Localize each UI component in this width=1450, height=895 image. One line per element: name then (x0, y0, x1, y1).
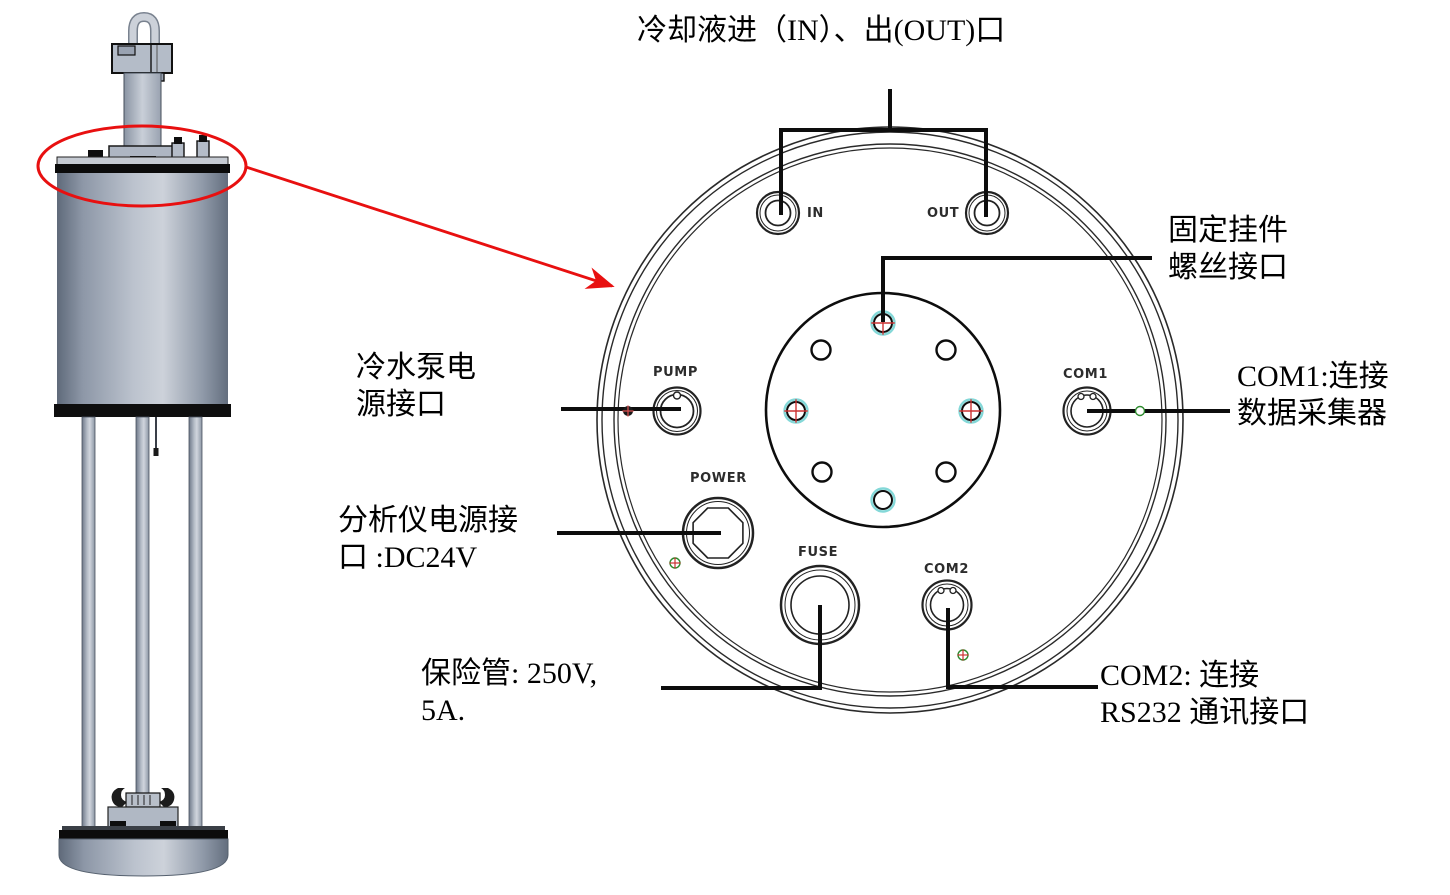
port-label-com2: COM2 (924, 562, 969, 577)
screw-hole-left (783, 398, 809, 424)
com1-annotation: COM1:连接 数据采集器 (1237, 360, 1389, 431)
mount-holes (810, 339, 957, 483)
coolant-pointer-line (779, 89, 988, 217)
port-label-pump: PUMP (653, 365, 698, 380)
marker-green-ring (1134, 405, 1146, 417)
drum-top-band (55, 164, 230, 173)
panel-inner-rim (617, 147, 1163, 693)
com2-annotation: COM2: 连接 RS232 通讯接口 (1100, 659, 1310, 730)
marker-green-red-cross-left (669, 557, 681, 569)
support-rods (81, 416, 203, 831)
probe-device-illustration (36, 11, 615, 877)
fuse-annotation: 保险管: 250V, 5A. (421, 657, 598, 728)
analyzer-power-annotation: 分析仪电源接 口 :DC24V (338, 504, 518, 575)
fuse-pointer-line (661, 605, 822, 690)
main-body-cylinder (57, 173, 228, 405)
mount-screw-annotation: 固定挂件 螺丝接口 (1168, 214, 1288, 285)
panel-rim-3 (613, 143, 1167, 697)
pump-power-annotation: 冷水泵电 源接口 (356, 351, 476, 422)
annotation-pointer-lines (557, 89, 1230, 690)
drum-top-rim (56, 156, 229, 166)
panel-top-view (557, 89, 1230, 714)
port-label-power: POWER (690, 471, 747, 486)
cable-loop (128, 11, 160, 54)
screw-hole-bottom (870, 487, 896, 513)
coolant-in-port (755, 190, 801, 236)
port-label-out: OUT (927, 206, 960, 221)
com2-pointer-line (946, 608, 1098, 689)
port-label-fuse: FUSE (798, 545, 839, 560)
screw-hole-right (958, 398, 984, 424)
callout-arrow (245, 165, 615, 289)
port-label-com1: COM1 (1063, 367, 1108, 382)
mount-screw-pointer-line (881, 256, 1152, 322)
port-label-in: IN (807, 206, 824, 221)
base-disc (58, 826, 229, 877)
bottom-fixture (107, 788, 179, 828)
coolant-ports-annotation: 冷却液进（IN）、出(OUT)口 (637, 14, 1006, 47)
callout-ellipse (36, 124, 248, 208)
drum-bottom-band (54, 404, 231, 417)
marker-dark-red-cross (622, 405, 634, 417)
panel-alignment-markers (622, 405, 1146, 661)
marker-green-red-cross-bottom (957, 649, 969, 661)
